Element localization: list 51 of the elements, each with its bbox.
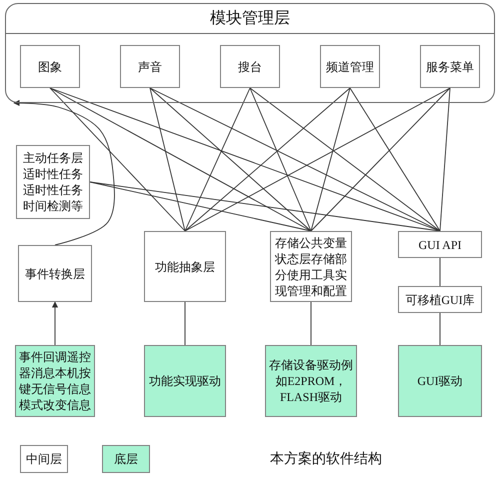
box-label: 可移植GUI库: [405, 292, 475, 308]
connector-line: [50, 88, 312, 232]
layer-box: [144, 231, 226, 302]
box-label: 功能抽象层: [155, 258, 215, 274]
connector-line: [90, 182, 312, 232]
connector-line: [50, 88, 186, 232]
connector-line: [184, 302, 186, 346]
connector-line: [250, 88, 440, 232]
box-label: 功能实现驱动: [149, 373, 221, 389]
legend-label: 底层: [114, 451, 138, 467]
box-label: 主动任务层适时性任务适时性任务时间检测等: [22, 150, 84, 214]
arrow: [52, 301, 58, 346]
module-box: [420, 45, 480, 88]
connector-line: [150, 88, 186, 232]
driver-box: [398, 345, 482, 417]
connector-line: [310, 88, 350, 232]
box-label: 搜台: [238, 58, 262, 74]
connector-line: [184, 88, 250, 232]
box-label: 图象: [38, 58, 62, 74]
driver-box: [265, 345, 357, 417]
module-box: [120, 45, 180, 88]
box-label: 事件转换层: [25, 266, 85, 282]
box-label: GUI驱动: [417, 373, 463, 389]
connector-line: [350, 88, 440, 232]
layer-box: [398, 286, 482, 313]
connector-line: [250, 88, 312, 232]
caption: 本方案的软件结构: [270, 451, 382, 469]
layer-panel: [5, 3, 495, 103]
box-label: 频道管理: [326, 58, 374, 74]
curved-arrow: [13, 100, 115, 246]
box-label: 声音: [138, 58, 162, 74]
driver-box: [144, 345, 226, 417]
box-label: 服务菜单: [426, 58, 474, 74]
module-box: [320, 45, 380, 88]
box-label: 存储公共变量状态层存储部分使用工具实现管理和配置: [274, 234, 348, 298]
legend-label: 中间层: [26, 451, 62, 467]
box-label: 存储设备驱动例如E2PROM，FLASH驱动: [268, 357, 354, 405]
layer-box: [16, 145, 90, 219]
module-box: [220, 45, 280, 88]
panel-title: 模块管理层: [210, 8, 290, 28]
layer-box: [18, 245, 92, 302]
connector-line: [440, 88, 450, 232]
connector-line: [184, 88, 350, 232]
box-label: 事件回调遥控器消息本机按键无信号信息模式改变信息: [18, 349, 92, 413]
connector-line: [90, 182, 440, 232]
connector-line: [310, 302, 312, 346]
box-label: GUI API: [418, 236, 462, 252]
connector-line: [150, 88, 312, 232]
layer-box: [398, 231, 482, 258]
connector-line: [310, 88, 450, 232]
module-box: [20, 45, 80, 88]
